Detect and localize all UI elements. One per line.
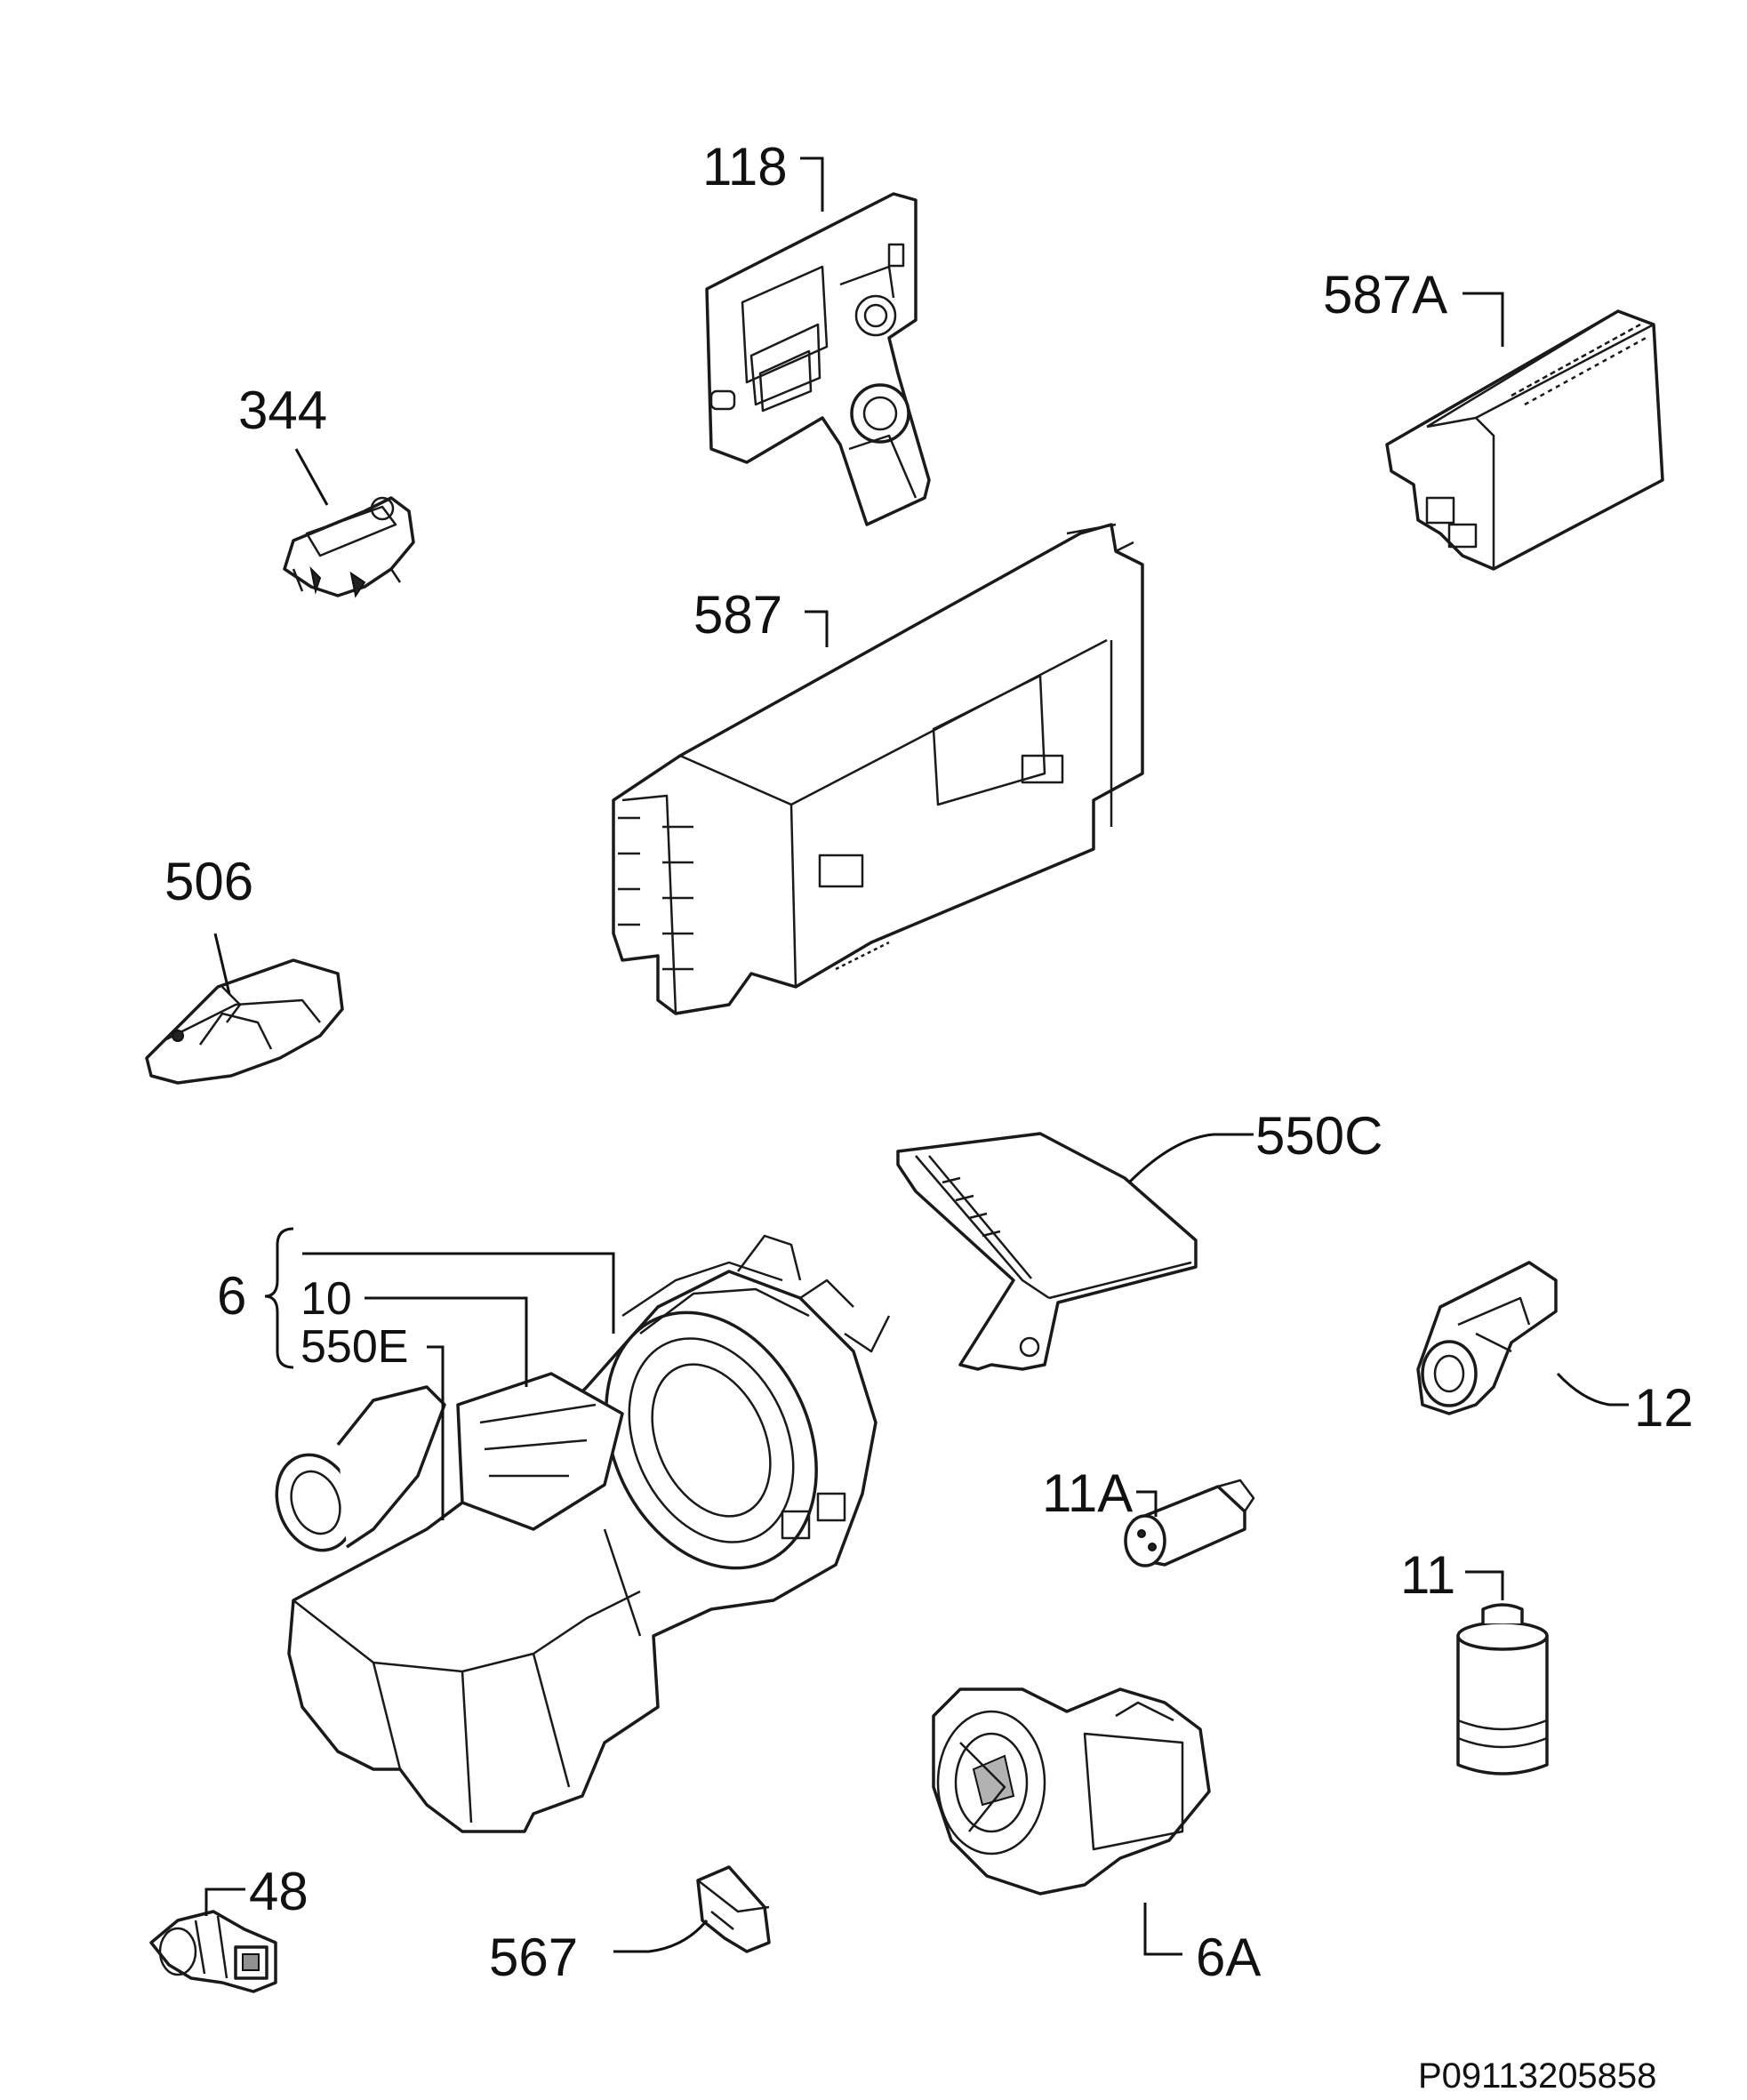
- label-11: 11: [1400, 1545, 1455, 1605]
- leader-11a: [1136, 1490, 1158, 1517]
- part-118-control-panel: [705, 192, 931, 526]
- part-11a: [1124, 1479, 1255, 1567]
- part-587-control-box: [612, 523, 1144, 1015]
- leader-344: [294, 448, 329, 506]
- leader-48: [204, 1888, 245, 1916]
- label-118: 118: [702, 137, 788, 196]
- label-344: 344: [238, 381, 327, 440]
- part-506: [145, 958, 344, 1085]
- label-587: 587: [693, 585, 782, 645]
- label-10: 10: [301, 1273, 352, 1325]
- leader-550c: [1127, 1133, 1254, 1184]
- part-6a-drain-pump: [932, 1687, 1211, 1896]
- label-12: 12: [1634, 1378, 1694, 1438]
- drawing-id: P09113205858: [1418, 2056, 1656, 2096]
- label-550c: 550C: [1255, 1106, 1382, 1166]
- label-567: 567: [489, 1928, 578, 1987]
- part-48: [149, 1910, 277, 1993]
- part-344: [283, 496, 415, 598]
- label-6a: 6A: [1196, 1928, 1261, 1987]
- leader-506: [213, 933, 231, 995]
- leader-567: [613, 1920, 709, 1953]
- leader-587: [805, 610, 829, 647]
- part-587a-electronic-board: [1385, 309, 1664, 571]
- brace-6: [264, 1227, 294, 1369]
- part-6-heat-pump-assembly: [275, 1234, 891, 1833]
- leader-12: [1556, 1372, 1629, 1407]
- leader-6a: [1143, 1903, 1182, 1956]
- label-48: 48: [249, 1862, 309, 1921]
- part-12: [1416, 1261, 1558, 1415]
- leader-11: [1465, 1570, 1504, 1600]
- label-550e: 550E: [301, 1321, 408, 1373]
- leader-587a: [1463, 292, 1504, 347]
- label-6: 6: [217, 1266, 246, 1326]
- leader-10: [365, 1296, 528, 1387]
- part-550c-tray: [896, 1132, 1198, 1371]
- part-567: [696, 1865, 771, 1953]
- part-11-cylinder: [1456, 1603, 1549, 1775]
- label-11a: 11A: [1042, 1463, 1133, 1523]
- label-506: 506: [164, 852, 253, 911]
- leader-118: [800, 156, 824, 212]
- leader-6: [302, 1252, 615, 1334]
- label-587a: 587A: [1323, 265, 1447, 325]
- leader-550e: [427, 1345, 445, 1520]
